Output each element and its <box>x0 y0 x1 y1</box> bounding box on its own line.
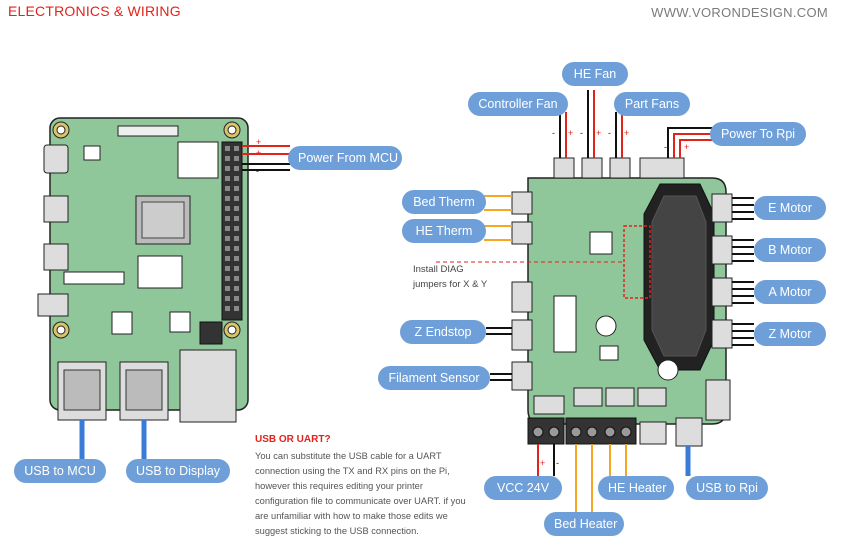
usb-to-display-label: USB to Display <box>126 459 230 483</box>
polarity-plus: + <box>256 137 261 147</box>
e-motor-label: E Motor <box>754 196 826 220</box>
raspberry-pi-board <box>37 117 249 423</box>
b-motor-label: B Motor <box>754 238 826 262</box>
power-from-mcu-label: Power From MCU <box>288 146 402 170</box>
controller-fan-label: Controller Fan <box>468 92 568 116</box>
polarity-minus: - <box>608 128 611 138</box>
site-url: WWW.VORONDESIGN.COM <box>651 5 828 20</box>
a-motor-label: A Motor <box>754 280 826 304</box>
polarity-plus: + <box>596 128 601 138</box>
polarity-plus: + <box>540 458 545 468</box>
polarity-minus: - <box>552 128 555 138</box>
part-fans-label: Part Fans <box>614 92 690 116</box>
bed-therm-label: Bed Therm <box>402 190 486 214</box>
mcu-wires <box>436 90 754 512</box>
usb-uart-body: You can substitute the USB cable for a U… <box>255 451 466 536</box>
bed-heater-label: Bed Heater <box>544 512 624 536</box>
polarity-marks: - + - + - + - + + + - + - <box>256 128 689 468</box>
usb-to-rpi-label: USB to Rpi <box>686 476 768 500</box>
usb-to-mcu-label: USB to MCU <box>14 459 106 483</box>
mcu-board <box>511 157 733 447</box>
polarity-plus: + <box>568 128 573 138</box>
diag-note-line2: jumpers for X & Y <box>413 279 488 290</box>
power-to-rpi-label: Power To Rpi <box>710 122 806 146</box>
polarity-plus: + <box>256 148 261 158</box>
he-fan-label: HE Fan <box>562 62 628 86</box>
polarity-minus: - <box>664 142 667 152</box>
filament-sensor-label: Filament Sensor <box>378 366 490 390</box>
usb-uart-title: USB OR UART? <box>255 434 331 445</box>
he-therm-label: HE Therm <box>402 219 486 243</box>
polarity-minus: - <box>556 458 559 468</box>
polarity-minus: - <box>580 128 583 138</box>
diag-note-line1: Install DIAG <box>413 264 464 275</box>
he-heater-label: HE Heater <box>598 476 674 500</box>
z-endstop-label: Z Endstop <box>400 320 486 344</box>
z-motor-label: Z Motor <box>754 322 826 346</box>
diag-jumper-note: Install DIAG jumpers for X & Y <box>413 262 523 292</box>
polarity-plus: + <box>684 142 689 152</box>
pi-wires <box>79 145 290 460</box>
polarity-minus: - <box>256 166 259 176</box>
polarity-plus: + <box>624 128 629 138</box>
section-title: ELECTRONICS & WIRING <box>8 3 181 19</box>
vcc-24v-label: VCC 24V <box>484 476 562 500</box>
